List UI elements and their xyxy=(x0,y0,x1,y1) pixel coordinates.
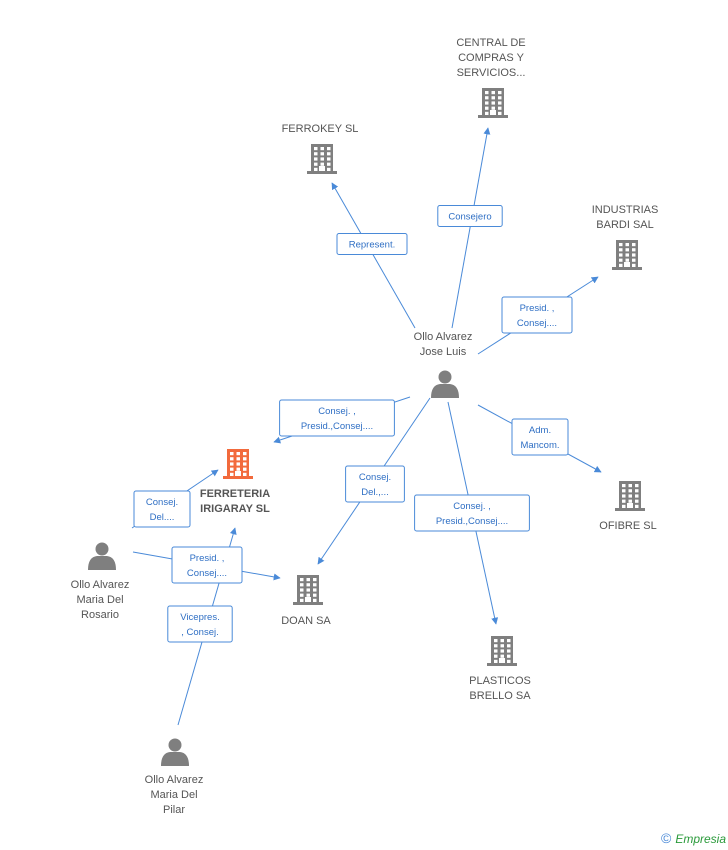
edge-label-rosario-to-doan[interactable]: Presid. , Consej.... xyxy=(171,546,243,584)
edge-label-text: Consej. , xyxy=(453,501,491,512)
node-label: Maria Del xyxy=(150,789,197,801)
nodes-layer: CENTRAL DE COMPRAS Y SERVICIOS... FERROKEY … xyxy=(71,37,659,816)
building-icon xyxy=(487,636,517,666)
node-ferreteria[interactable]: FERRETERIA IRIGARAY SL xyxy=(200,449,270,515)
node-ferrokey[interactable]: FERROKEY SL xyxy=(282,123,359,174)
edge-label-jose-to-doan[interactable]: Consej. Del.,... xyxy=(345,465,405,503)
building-icon xyxy=(293,575,323,605)
node-label: Ollo Alvarez xyxy=(414,331,473,343)
edge-label-jose-to-ferreteria[interactable]: Consej. , Presid.,Consej.... xyxy=(279,399,395,437)
node-label: Pilar xyxy=(163,804,185,816)
edge-label-text: Consej.... xyxy=(187,568,227,579)
edge-label-box xyxy=(345,465,405,503)
edge-label-text: Represent. xyxy=(349,240,395,251)
edge-label-text: Presid.,Consej.... xyxy=(436,516,508,527)
edge-label-jose-to-ofibre[interactable]: Adm. Mancom. xyxy=(511,418,569,456)
edge-label-rosario-to-ferreteria[interactable]: Consej. Del.... xyxy=(133,490,191,528)
edge-label-text: Presid. , xyxy=(520,303,555,314)
edge-label-text: Adm. xyxy=(529,425,551,436)
footer-brand[interactable]: ©Empresia xyxy=(661,830,726,846)
copyright-icon: © xyxy=(660,830,672,846)
edge-label-box xyxy=(133,490,191,528)
edge-label-box xyxy=(501,296,573,334)
edge-label-text: Presid. , xyxy=(190,553,225,564)
node-plasticos[interactable]: PLASTICOS BRELLO SA xyxy=(469,636,531,702)
node-label: BARDI SAL xyxy=(596,219,653,231)
edge-label-jose-to-ferrokey[interactable]: Represent. xyxy=(336,233,408,255)
node-label: Ollo Alvarez xyxy=(71,579,130,591)
node-label: IRIGARAY SL xyxy=(200,503,270,515)
node-label: OFIBRE SL xyxy=(599,520,656,532)
edge-label-text: Presid.,Consej.... xyxy=(301,421,373,432)
node-label: Maria Del xyxy=(76,594,123,606)
edge-label-text: , Consej. xyxy=(181,627,219,638)
edge-label-box xyxy=(167,605,233,643)
edge-label-text: Consej.... xyxy=(517,318,557,329)
brand-name: Empresia xyxy=(675,832,726,846)
person-icon xyxy=(431,370,459,398)
edge-label-box xyxy=(171,546,243,584)
node-label: FERROKEY SL xyxy=(282,123,359,135)
edge-label-text: Consej. , xyxy=(318,406,356,417)
edge-label-box xyxy=(414,494,530,532)
node-label: FERRETERIA xyxy=(200,488,270,500)
edge-label-box xyxy=(511,418,569,456)
edge-label-text: Consejero xyxy=(448,212,491,223)
building-icon xyxy=(223,449,253,479)
node-label: COMPRAS Y xyxy=(458,52,524,64)
node-central[interactable]: CENTRAL DE COMPRAS Y SERVICIOS... xyxy=(456,37,526,118)
edge-label-box xyxy=(336,233,408,255)
edge-label-text: Del.,... xyxy=(361,487,388,498)
edge-label-text: Consej. xyxy=(359,472,391,483)
person-icon xyxy=(88,542,116,570)
node-label: DOAN SA xyxy=(281,615,331,627)
edge-label-text: Del.... xyxy=(150,512,175,523)
building-icon xyxy=(478,88,508,118)
edge-jose-to-central xyxy=(451,127,491,329)
edge-label-text: Consej. xyxy=(146,497,178,508)
building-icon xyxy=(615,481,645,511)
node-label: BRELLO SA xyxy=(469,690,531,702)
node-label: Jose Luis xyxy=(420,346,467,358)
edge-jose-to-ferrokey xyxy=(331,182,416,329)
edge-label-box xyxy=(279,399,395,437)
person-icon xyxy=(161,738,189,766)
node-label: PLASTICOS xyxy=(469,675,531,687)
node-label: Rosario xyxy=(81,609,119,621)
edge-label-text: Mancom. xyxy=(520,440,559,451)
building-icon xyxy=(612,240,642,270)
node-label: CENTRAL DE xyxy=(456,37,525,49)
node-label: Ollo Alvarez xyxy=(145,774,204,786)
node-doan[interactable]: DOAN SA xyxy=(281,575,331,627)
node-label: SERVICIOS... xyxy=(457,67,526,79)
edge-label-jose-to-central[interactable]: Consejero xyxy=(437,205,503,227)
edge-label-text: Vicepres. xyxy=(180,612,219,623)
building-icon xyxy=(307,144,337,174)
edge-label-pilar-to-ferreteria[interactable]: Vicepres. , Consej. xyxy=(167,605,233,643)
edge-label-box xyxy=(437,205,503,227)
node-label: INDUSTRIAS xyxy=(592,204,659,216)
edge-label-jose-to-industrias[interactable]: Presid. , Consej.... xyxy=(501,296,573,334)
node-ofibre[interactable]: OFIBRE SL xyxy=(599,481,657,532)
node-industrias[interactable]: INDUSTRIAS BARDI SAL xyxy=(592,204,659,270)
edge-label-jose-to-plasticos[interactable]: Consej. , Presid.,Consej.... xyxy=(414,494,530,532)
